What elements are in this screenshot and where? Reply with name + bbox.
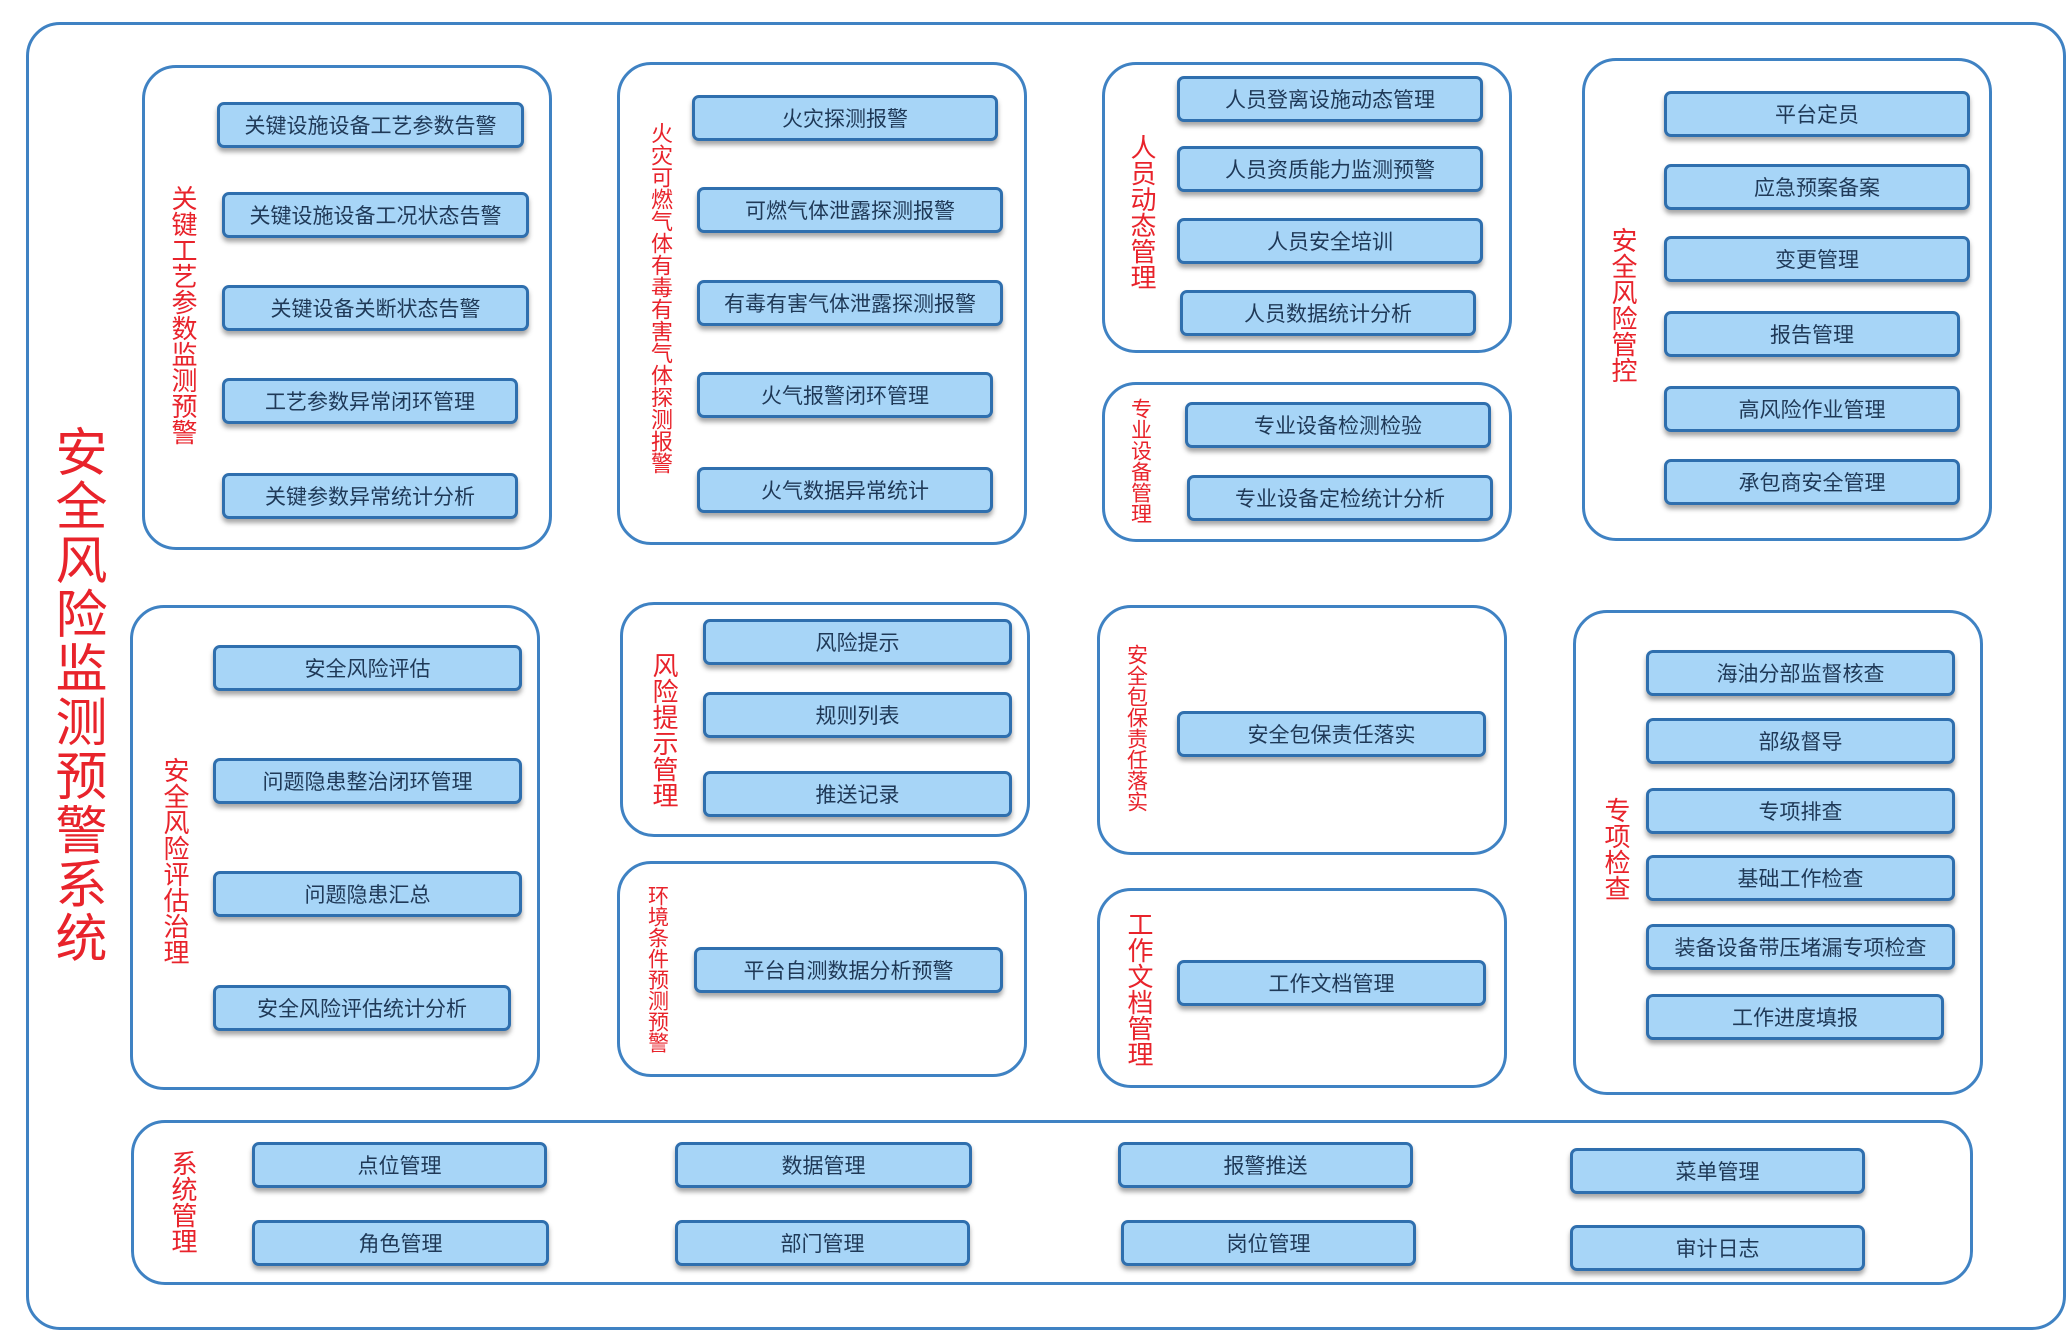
item-personnel-qualification[interactable]: 人员资质能力监测预警 [1177,146,1483,192]
item-risk-assessment[interactable]: 安全风险评估 [213,645,522,691]
item-toxic-gas-leak-alarm[interactable]: 有毒有害气体泄露探测报警 [697,280,1003,326]
item-combustible-gas-leak-alarm[interactable]: 可燃气体泄露探测报警 [697,187,1003,233]
item-push-records[interactable]: 推送记录 [703,771,1012,817]
item-alarm-push[interactable]: 报警推送 [1118,1142,1413,1188]
item-personnel-stat[interactable]: 人员数据统计分析 [1180,290,1476,336]
panel-title-safety-responsibility: 安全包保责任落实 [1124,644,1149,812]
item-menu-management[interactable]: 菜单管理 [1570,1148,1865,1194]
panel-title-risk-control: 安全风险管控 [1607,227,1637,383]
item-post-management[interactable]: 岗位管理 [1121,1220,1416,1266]
item-hazard-summary[interactable]: 问题隐患汇总 [213,871,522,917]
item-safety-responsibility[interactable]: 安全包保责任落实 [1177,711,1486,757]
item-work-document-management[interactable]: 工作文档管理 [1177,960,1486,1006]
item-report-management[interactable]: 报告管理 [1664,311,1960,357]
item-equipment-inspection[interactable]: 专业设备检测检验 [1185,402,1491,448]
item-data-management[interactable]: 数据管理 [675,1142,972,1188]
item-special-investigation[interactable]: 专项排查 [1646,788,1955,834]
item-high-risk-work[interactable]: 高风险作业管理 [1664,386,1960,432]
item-pressure-sealing-inspection[interactable]: 装备设备带压堵漏专项检查 [1646,924,1955,970]
item-contractor-safety[interactable]: 承包商安全管理 [1664,459,1960,505]
item-ministry-supervision[interactable]: 部级督导 [1646,718,1955,764]
item-audit-log[interactable]: 审计日志 [1570,1225,1865,1271]
item-shutdown-status-alarm[interactable]: 关键设备关断状态告警 [222,285,529,331]
item-critical-equip-status-alarm[interactable]: 关键设施设备工况状态告警 [222,192,529,238]
item-basic-work-inspection[interactable]: 基础工作检查 [1646,855,1955,901]
system-title: 安全风险监测预警系统 [46,425,106,965]
panel-title-system-management: 系统管理 [167,1150,197,1254]
item-param-stat-analysis[interactable]: 关键参数异常统计分析 [222,473,518,519]
item-fire-detection-alarm[interactable]: 火灾探测报警 [692,95,998,141]
item-department-management[interactable]: 部门管理 [675,1220,970,1266]
panel-title-work-documents: 工作文档管理 [1123,911,1153,1067]
item-progress-reporting[interactable]: 工作进度填报 [1646,994,1944,1040]
item-risk-assessment-stat[interactable]: 安全风险评估统计分析 [213,985,511,1031]
item-platform-staffing[interactable]: 平台定员 [1664,91,1970,137]
item-point-management[interactable]: 点位管理 [252,1142,547,1188]
item-emergency-plan[interactable]: 应急预案备案 [1664,164,1970,210]
panel-title-special-equipment: 专业设备管理 [1128,398,1153,524]
item-platform-data-analysis[interactable]: 平台自测数据分析预警 [694,947,1003,993]
item-role-management[interactable]: 角色管理 [252,1220,549,1266]
item-personnel-training[interactable]: 人员安全培训 [1177,218,1483,264]
item-cnooc-supervision[interactable]: 海油分部监督核查 [1646,650,1955,696]
panel-title-risk-assessment: 安全风险评估治理 [159,757,189,965]
panel-title-environment-forecast: 环境条件预测预警 [645,885,670,1053]
panel-title-personnel-dynamics: 人员动态管理 [1126,134,1156,290]
panel-title-key-process-params: 关键工艺参数监测预警 [167,185,197,445]
item-rule-list[interactable]: 规则列表 [703,692,1012,738]
item-critical-equip-param-alarm[interactable]: 关键设施设备工艺参数告警 [217,102,524,148]
item-fire-gas-closed-loop[interactable]: 火气报警闭环管理 [697,372,993,418]
panel-title-fire-gas-detection: 火灾可燃气体有毒有害气体探测报警 [647,122,672,474]
item-equipment-stat[interactable]: 专业设备定检统计分析 [1187,475,1493,521]
panel-title-risk-notice: 风险提示管理 [648,652,678,808]
item-change-management[interactable]: 变更管理 [1664,236,1970,282]
item-fire-gas-stat[interactable]: 火气数据异常统计 [697,467,993,513]
panel-title-special-inspection: 专项检查 [1600,797,1630,901]
item-personnel-boarding[interactable]: 人员登离设施动态管理 [1177,76,1483,122]
item-hazard-rectification[interactable]: 问题隐患整治闭环管理 [213,758,522,804]
item-param-closed-loop[interactable]: 工艺参数异常闭环管理 [222,378,518,424]
item-risk-notice[interactable]: 风险提示 [703,619,1012,665]
